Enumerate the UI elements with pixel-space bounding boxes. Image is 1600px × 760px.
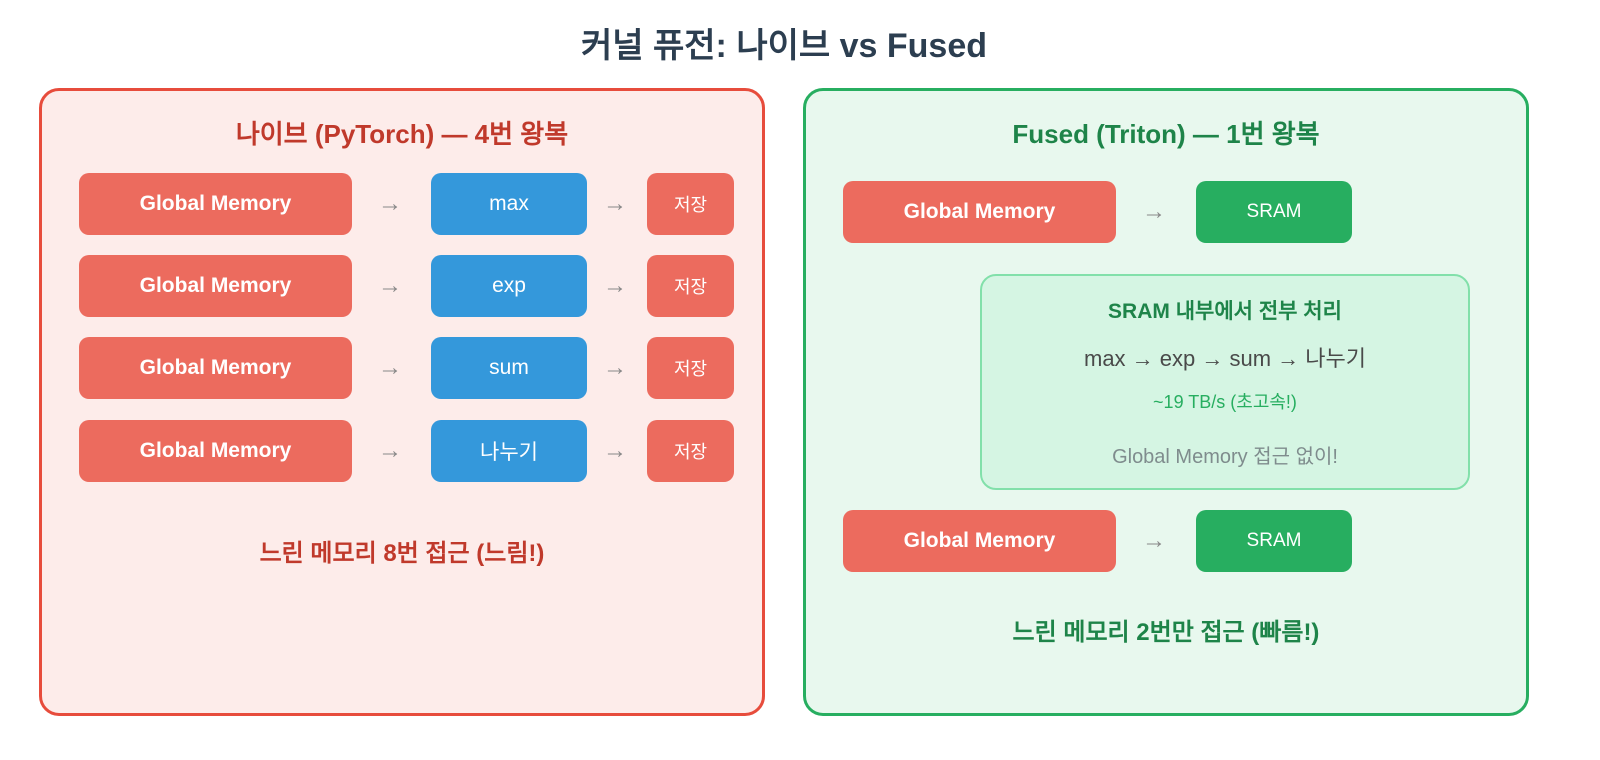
sram-processing-box	[980, 274, 1470, 490]
naive-footer: 느린 메모리 8번 접근 (느림!)	[259, 540, 545, 567]
sram-heading: SRAM 내부에서 전부 처리	[1108, 300, 1342, 323]
global-memory-box: Global Memory	[79, 420, 352, 482]
sram-note: Global Memory 접근 없이!	[1112, 446, 1338, 468]
global-memory-box: Global Memory	[843, 181, 1116, 243]
arrow-icon: →	[378, 354, 402, 381]
store-box: 저장	[647, 255, 734, 317]
arrow-icon: →	[1142, 198, 1166, 225]
arrow-icon: →	[603, 272, 627, 299]
operation-box: exp	[431, 255, 587, 317]
arrow-icon: →	[378, 437, 402, 464]
naive-title: 나이브 (PyTorch) — 4번 왕복	[235, 119, 569, 149]
arrow-icon: →	[603, 437, 627, 464]
page-title: 커널 퓨전: 나이브 vs Fused	[580, 27, 987, 65]
sram-box: SRAM	[1196, 510, 1352, 572]
operation-box: 나누기	[431, 420, 587, 482]
sram-pipeline: max → exp → sum → 나누기	[1084, 346, 1366, 371]
arrow-icon: →	[603, 354, 627, 381]
arrow-icon: →	[1142, 527, 1166, 554]
fused-title: Fused (Triton) — 1번 왕복	[1012, 119, 1320, 149]
fused-footer: 느린 메모리 2번만 접근 (빠름!)	[1012, 619, 1320, 646]
global-memory-box: Global Memory	[79, 255, 352, 317]
arrow-icon: →	[603, 190, 627, 217]
arrow-icon: →	[378, 190, 402, 217]
store-box: 저장	[647, 337, 734, 399]
global-memory-box: Global Memory	[843, 510, 1116, 572]
operation-box: sum	[431, 337, 587, 399]
sram-speed: ~19 TB/s (초고속!)	[1153, 392, 1297, 412]
sram-box: SRAM	[1196, 181, 1352, 243]
global-memory-box: Global Memory	[79, 337, 352, 399]
store-box: 저장	[647, 173, 734, 235]
operation-box: max	[431, 173, 587, 235]
store-box: 저장	[647, 420, 734, 482]
arrow-icon: →	[378, 272, 402, 299]
global-memory-box: Global Memory	[79, 173, 352, 235]
